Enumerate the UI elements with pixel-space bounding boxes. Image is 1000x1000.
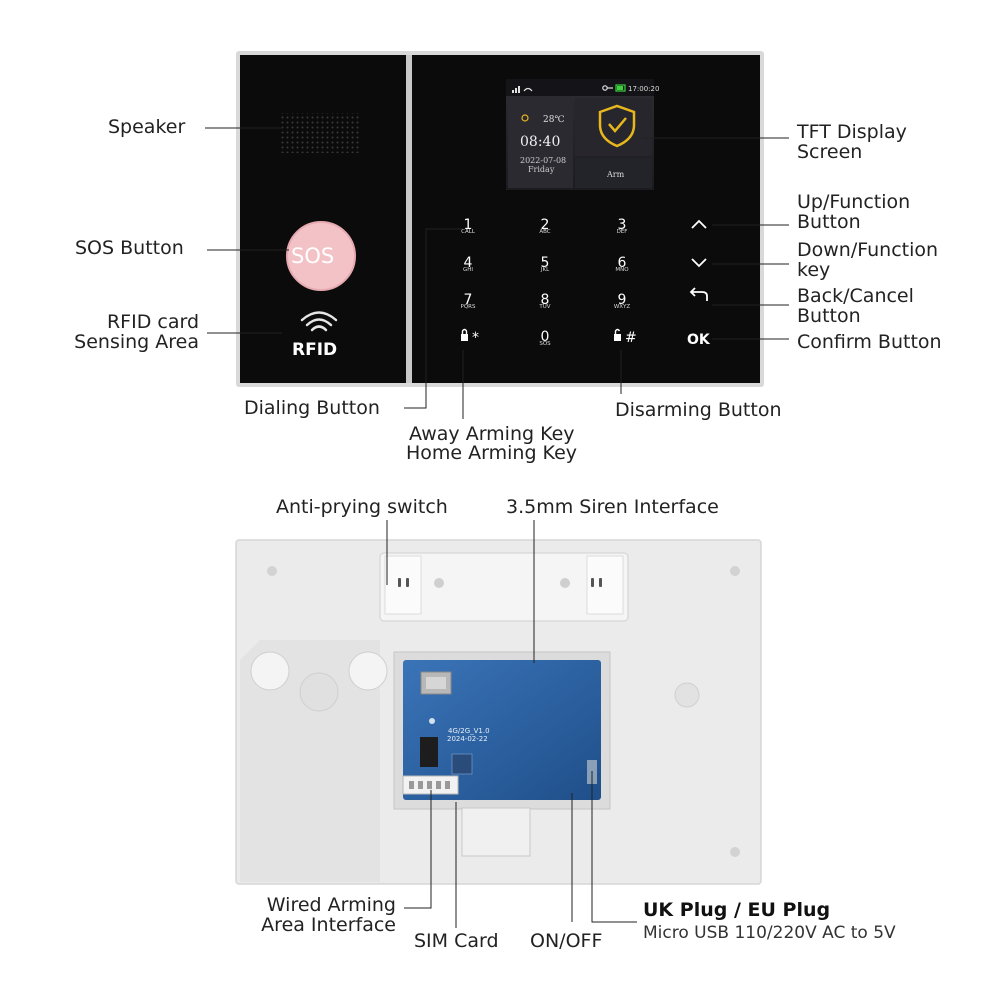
label-wired-line1: Wired Arming [266,894,396,916]
screw-hole [434,578,444,588]
label-rfid-line1: RFID card [106,311,199,333]
key-7-digit: 7 [463,292,473,308]
key-6-sub: MNO [615,267,629,273]
corner-hole [267,566,277,576]
sos-button [286,221,356,291]
round-knockout [299,672,339,712]
lock-closed-icon [461,328,468,341]
label-plug-desc: Micro USB 110/220V AC to 5V [643,923,896,943]
front-leader-lines [205,127,789,419]
sun-icon [521,114,529,122]
round-knockout [250,651,290,691]
screen-temperature: 28℃ [543,115,565,125]
label-tft-line1: TFT Display [797,121,907,143]
rfid-icon [300,311,338,332]
cable-notch [461,807,531,857]
key-8-sub: TUV [539,304,551,310]
screw-hole [560,578,570,588]
wall-hole [674,682,700,708]
key-3-sub: DEF [616,229,628,235]
tft-arm-panel [575,158,652,188]
label-back-line1: Back/Cancel [797,285,914,307]
label-down-line1: Down/Function [797,239,939,261]
lock-open-icon [614,328,621,341]
back-recess [240,640,380,882]
screen-clock: 17:00:20 [628,85,660,93]
key-5-digit: 5 [540,255,550,271]
label-back-line2: Button [797,305,861,327]
down-key [691,258,707,268]
onoff-switch [420,737,438,767]
hash-key-label: # [625,330,637,346]
label-home-arming: Home Arming Key [406,442,577,464]
label-away-arming: Away Arming Key [409,423,575,445]
label-anti-prying: Anti-prying switch [276,496,448,518]
label-dialing-button: Dialing Button [244,397,380,419]
key-2-digit: 2 [540,217,550,233]
key-4-sub: GHI [462,267,474,273]
key-0-sub: SOS [539,341,551,347]
key-9-sub: WXYZ [613,304,631,310]
board-version: 4G/2G_V1.0 [448,727,490,735]
back-leader-lines [386,520,637,928]
panel-face [240,55,760,383]
label-plug-title: UK Plug / EU Plug [643,899,831,921]
star-key-label: * [472,330,479,346]
corner-hole [730,566,740,576]
corner-hole [730,847,740,857]
key-6-digit: 6 [617,255,627,271]
key-1-sub: CALL [461,229,475,235]
wifi-icon [523,87,533,92]
panel-divider [406,55,412,383]
label-siren: 3.5mm Siren Interface [506,496,719,518]
mount-bracket [379,552,629,622]
label-confirm-button: Confirm Button [797,331,942,353]
screen-arm-label: Arm [607,170,625,179]
screen-time: 08:40 [520,134,561,150]
front-panel [236,51,764,387]
screen-date: 2022-07-08 [520,156,567,165]
key-3-digit: 3 [617,217,627,233]
battery-icon [615,84,626,92]
key-2-sub: ABC [539,229,551,235]
tft-left-panel [508,98,573,188]
label-up-line1: Up/Function [797,191,911,213]
signal-icon [512,86,520,93]
ok-key-label: OK [687,332,710,348]
screen-weekday: Friday [528,165,555,174]
check-icon [608,117,627,133]
key-8-digit: 8 [540,292,550,308]
label-speaker: Speaker [108,116,186,138]
label-wired-line2: Area Interface [261,914,396,936]
label-sim-card: SIM Card [414,930,499,952]
board-date: 2024-02-22 [447,735,488,743]
label-sos-button: SOS Button [75,237,184,259]
rfid-label: RFID [292,340,338,360]
key-1-digit: 1 [463,217,473,233]
sos-button-label: SOS [291,244,335,268]
back-key [689,287,708,301]
key-9-digit: 9 [617,292,627,308]
label-tft-line2: Screen [797,141,863,163]
tft-status-bar [506,79,654,96]
shield-icon [598,104,636,148]
key-5-sub: JKL [540,267,550,273]
label-down-line2: key [797,259,831,281]
key-0-digit: 0 [540,329,550,345]
key-7-sub: PQRS [460,304,476,310]
label-disarming-button: Disarming Button [615,399,782,421]
round-knockout [348,651,388,691]
key-4-digit: 4 [463,255,473,271]
label-rfid-line2: Sensing Area [74,331,199,353]
label-on-off: ON/OFF [530,930,603,952]
up-key [691,219,707,229]
key-icon [602,85,613,91]
label-up-line2: Button [797,211,861,233]
back-panel [235,539,762,885]
speaker-grille [281,113,361,153]
